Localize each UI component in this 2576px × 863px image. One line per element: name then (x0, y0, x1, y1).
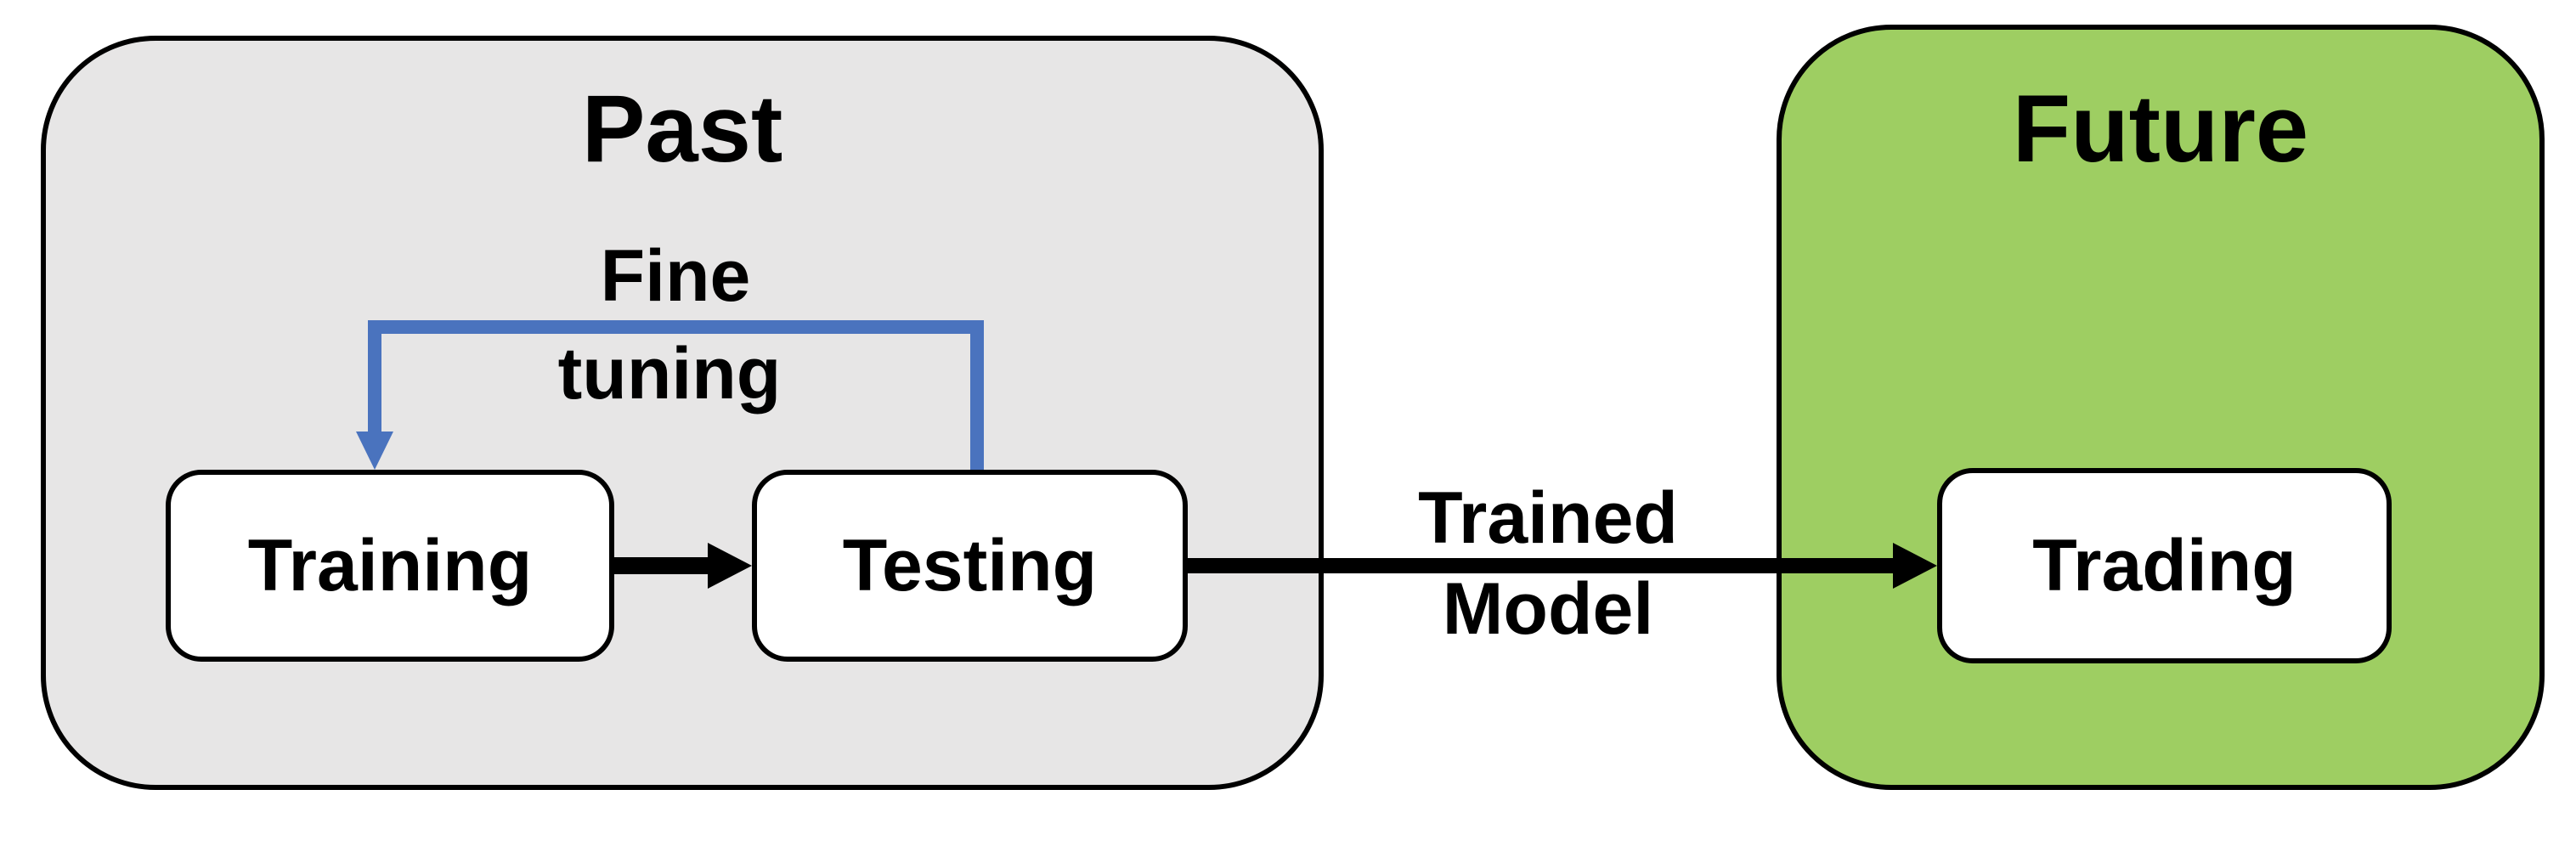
fine-tuning-label-line1: Fine (600, 235, 751, 317)
trained-model-label-line1: Trained (1418, 477, 1678, 559)
node-trading: Trading (1937, 468, 2392, 663)
node-training: Training (166, 470, 614, 662)
future-title: Future (2012, 76, 2309, 182)
fine-tuning-label-line2: tuning (557, 333, 782, 415)
past-title: Past (581, 76, 783, 182)
node-testing: Testing (752, 470, 1188, 662)
trained-model-label-line2: Model (1442, 568, 1654, 650)
